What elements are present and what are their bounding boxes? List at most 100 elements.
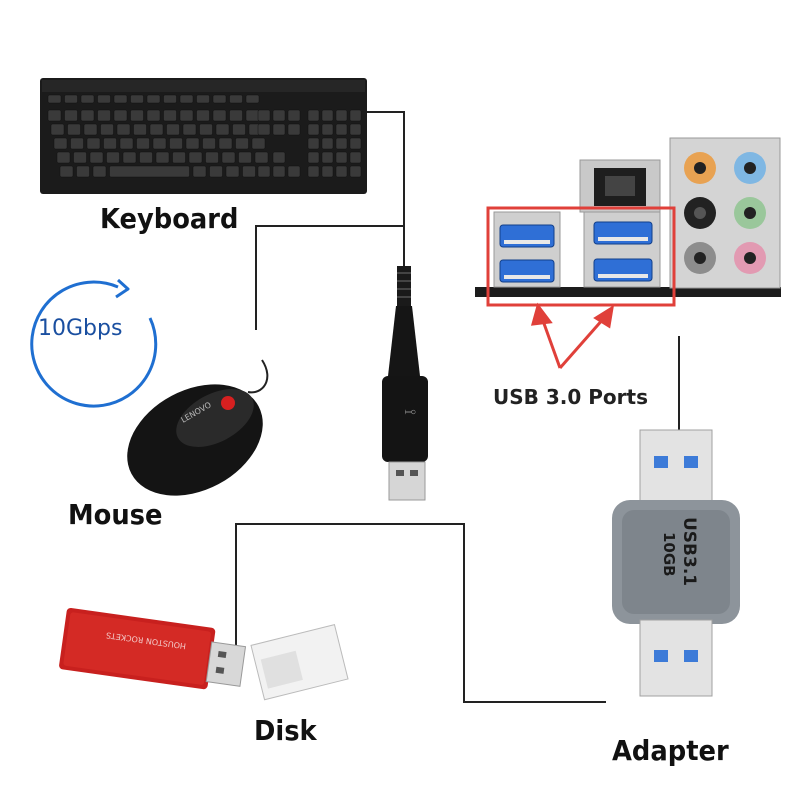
keyboard-key (166, 123, 180, 136)
keyboard-key (56, 151, 71, 164)
keyboard-key (257, 165, 271, 178)
mouse-image: LENOVO (127, 359, 269, 496)
adapter-image (612, 429, 740, 697)
keyboard-key (185, 137, 200, 150)
keyboard-key (179, 109, 194, 122)
keyboard-key (70, 137, 84, 150)
keyboard-key (287, 165, 301, 178)
keyboard-key (335, 151, 348, 164)
keyboard-key (272, 165, 286, 178)
keyboard-key (287, 109, 301, 122)
keyboard-key (149, 123, 164, 136)
keyboard-key (146, 94, 161, 104)
keyboard-key (103, 137, 117, 150)
keyboard-key (335, 123, 348, 136)
keyboard-key (221, 151, 236, 164)
adapter-text-line2: 10GB (660, 532, 678, 577)
keyboard-key (335, 165, 348, 178)
keyboard-key (89, 151, 104, 164)
mouse-cable (255, 225, 403, 330)
keyboard-key (225, 165, 240, 178)
keyboard-key (106, 151, 120, 164)
keyboard-key (287, 123, 301, 136)
mouse-label: Mouse (68, 498, 163, 531)
keyboard-key (86, 137, 101, 150)
keyboard-key (238, 151, 252, 164)
keyboard-key (242, 165, 256, 178)
keyboard-key (122, 151, 137, 164)
keyboard-key (133, 123, 147, 136)
keyboard-key (257, 123, 271, 136)
keyboard-key (130, 94, 144, 104)
keyboard-key (307, 165, 320, 178)
keyboard-key (59, 165, 74, 178)
keyboard-key (272, 109, 286, 122)
keyboard-key (97, 94, 111, 104)
keyboard-key (321, 137, 334, 150)
keyboard-key (182, 123, 197, 136)
usb-cable-plug: ⟟ (382, 266, 428, 501)
keyboard-key (335, 137, 348, 150)
keyboard-key (245, 109, 260, 122)
keyboard-key (119, 137, 134, 150)
keyboard-key (218, 137, 233, 150)
keyboard-key (245, 94, 260, 104)
adapter-text-line1: USB3.1 (679, 517, 699, 587)
disk-image (59, 607, 349, 701)
keyboard-key (192, 165, 207, 178)
keyboard-key (196, 94, 210, 104)
keyboard-key (321, 165, 334, 178)
keyboard-key (188, 151, 203, 164)
keyboard-key (212, 94, 227, 104)
keyboard-key (163, 109, 177, 122)
keyboard-key (321, 151, 334, 164)
keyboard-key (64, 94, 78, 104)
adapter-label: Adapter (612, 734, 729, 767)
speed-label: 10Gbps (38, 316, 123, 341)
keyboard-key (47, 109, 62, 122)
keyboard-key (169, 137, 183, 150)
keyboard-key (113, 109, 128, 122)
keyboard-key (349, 151, 362, 164)
keyboard-key (152, 137, 167, 150)
keyboard-key (307, 123, 320, 136)
keyboard-key (196, 109, 210, 122)
keyboard-key (163, 94, 177, 104)
keyboard-key (73, 151, 87, 164)
keyboard-key (202, 137, 216, 150)
usb-ports-highlight-box (486, 206, 676, 307)
keyboard-key (251, 137, 266, 150)
disk-cable (235, 523, 606, 703)
keyboard-key (64, 109, 78, 122)
keyboard-key (229, 109, 243, 122)
motherboard-io-image (475, 137, 781, 297)
usb-ports-label: USB 3.0 Ports (493, 385, 648, 409)
keyboard-key (349, 137, 362, 150)
keyboard-key (155, 151, 170, 164)
keyboard-key (254, 151, 269, 164)
keyboard-key (76, 165, 90, 178)
keyboard-key (47, 94, 62, 104)
keyboard-key (272, 151, 286, 164)
keyboard-key (130, 109, 144, 122)
keyboard-key (232, 123, 246, 136)
keyboard-key (205, 151, 219, 164)
keyboard-key (172, 151, 186, 164)
keyboard-key (179, 94, 194, 104)
keyboard-label: Keyboard (100, 202, 239, 235)
svg-text:⟟: ⟟ (401, 409, 418, 415)
keyboard-key (199, 123, 213, 136)
keyboard-key (100, 123, 114, 136)
keyboard-image (40, 78, 367, 194)
keyboard-key (257, 109, 271, 122)
keyboard-key (335, 109, 348, 122)
keyboard-key (349, 109, 362, 122)
keyboard-key (109, 165, 190, 178)
speed-ring-icon (30, 278, 158, 408)
keyboard-key (97, 109, 111, 122)
keyboard-key (146, 109, 161, 122)
keyboard-key (307, 109, 320, 122)
keyboard-key (229, 94, 243, 104)
keyboard-key (113, 94, 128, 104)
